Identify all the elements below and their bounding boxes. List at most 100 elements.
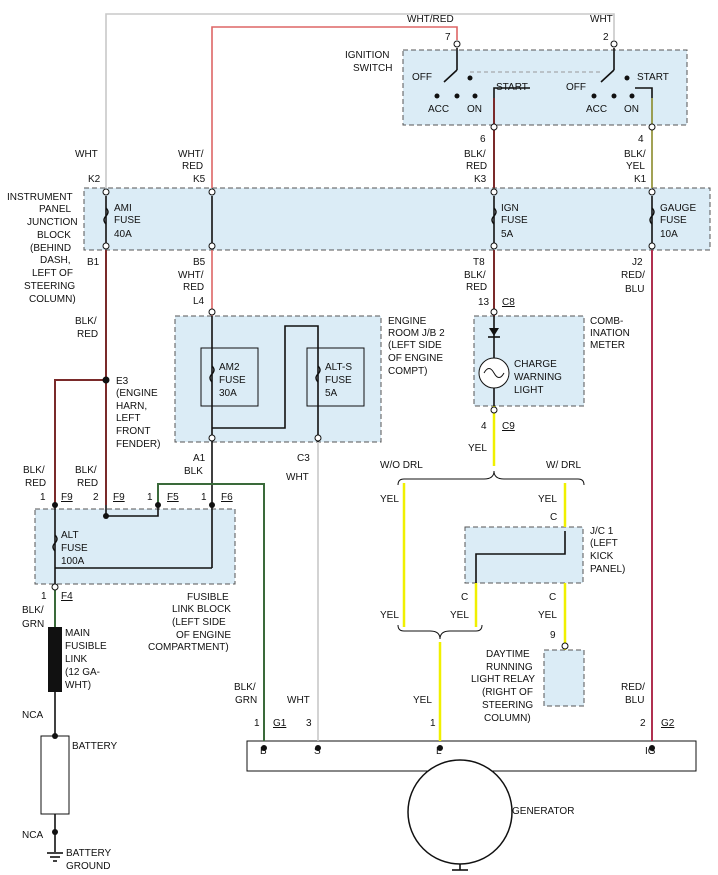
svg-text:BLK/: BLK/ (624, 149, 646, 160)
svg-text:AM2: AM2 (219, 362, 240, 373)
w-drl-label: W/ DRL (546, 460, 581, 471)
svg-text:F6: F6 (221, 492, 233, 503)
engine-room-jb2-box (174, 315, 382, 443)
svg-text:C9: C9 (502, 421, 515, 432)
svg-text:GROUND: GROUND (66, 861, 110, 872)
svg-text:ACC: ACC (428, 104, 449, 115)
battery-label: BATTERY (72, 741, 118, 752)
svg-text:RUNNING: RUNNING (486, 662, 533, 673)
svg-text:L4: L4 (193, 296, 205, 307)
svg-text:BLU: BLU (625, 284, 644, 295)
pin-7: 7 (445, 32, 451, 43)
svg-text:K1: K1 (634, 174, 647, 185)
svg-text:BLK/: BLK/ (234, 682, 256, 693)
engine-room-jb-label: ENGINE (388, 316, 427, 327)
svg-text:FRONT: FRONT (116, 426, 150, 437)
svg-text:C8: C8 (502, 297, 515, 308)
svg-text:IGN: IGN (501, 203, 519, 214)
svg-text:B1: B1 (87, 257, 100, 268)
svg-text:BLK/: BLK/ (22, 605, 44, 616)
instrument-panel-junction-block (83, 187, 711, 251)
svg-text:START: START (496, 82, 528, 93)
svg-text:HARN,: HARN, (116, 401, 147, 412)
svg-text:ACC: ACC (586, 104, 607, 115)
svg-text:YEL: YEL (450, 610, 469, 621)
svg-text:WHT: WHT (75, 149, 98, 160)
svg-text:BLOCK: BLOCK (37, 230, 71, 241)
svg-text:COMPARTMENT): COMPARTMENT) (148, 642, 229, 653)
svg-text:T8: T8 (473, 257, 485, 268)
svg-text:NCA: NCA (22, 710, 43, 721)
battery-ground-label: BATTERY (66, 848, 112, 859)
svg-text:GAUGE: GAUGE (660, 203, 696, 214)
svg-text:RED/: RED/ (621, 270, 645, 281)
svg-text:K5: K5 (193, 174, 206, 185)
wire-wht-top (105, 13, 615, 188)
svg-text:BLK/: BLK/ (75, 465, 97, 476)
svg-text:(ENGINE: (ENGINE (116, 388, 158, 399)
svg-text:RED: RED (77, 478, 98, 489)
svg-text:COLUMN): COLUMN) (484, 713, 531, 724)
svg-text:100A: 100A (61, 556, 85, 567)
svg-text:WHT/: WHT/ (178, 270, 204, 281)
svg-text:ROOM J/B 2: ROOM J/B 2 (388, 328, 445, 339)
svg-text:SWITCH: SWITCH (353, 63, 392, 74)
svg-text:1: 1 (41, 591, 47, 602)
svg-text:5A: 5A (501, 229, 514, 240)
svg-text:1: 1 (201, 492, 207, 503)
svg-text:FUSE: FUSE (501, 215, 528, 226)
ignition-switch-label: IGNITION (345, 50, 389, 61)
battery-symbol (40, 735, 70, 815)
svg-text:1: 1 (147, 492, 153, 503)
drl-relay-box (543, 649, 585, 707)
svg-text:FUSE: FUSE (219, 375, 246, 386)
svg-text:6: 6 (480, 134, 486, 145)
svg-text:C: C (549, 592, 556, 603)
terminal-b: B (260, 746, 267, 757)
svg-text:OF ENGINE: OF ENGINE (176, 630, 231, 641)
svg-text:(12 GA-: (12 GA- (65, 667, 100, 678)
svg-text:BLK/: BLK/ (464, 149, 486, 160)
terminal-s: S (314, 746, 321, 757)
svg-text:C: C (461, 592, 468, 603)
svg-text:E3: E3 (116, 376, 129, 387)
svg-text:30A: 30A (219, 388, 237, 399)
generator-symbol (407, 759, 513, 865)
svg-text:G1: G1 (273, 718, 287, 729)
svg-text:4: 4 (638, 134, 644, 145)
svg-text:PANEL: PANEL (39, 204, 71, 215)
svg-text:FENDER): FENDER) (116, 439, 160, 450)
wire-f5-g1 (157, 483, 265, 741)
svg-text:KICK: KICK (590, 551, 614, 562)
svg-text:4: 4 (481, 421, 487, 432)
svg-text:RED: RED (77, 329, 98, 340)
svg-text:LINK: LINK (65, 654, 88, 665)
svg-text:1: 1 (430, 718, 436, 729)
svg-text:(LEFT SIDE: (LEFT SIDE (388, 340, 442, 351)
svg-text:COMPT): COMPT) (388, 366, 427, 377)
svg-text:RED: RED (466, 161, 487, 172)
svg-text:40A: 40A (114, 229, 132, 240)
wire-wht-red-top (211, 26, 458, 188)
svg-text:13: 13 (478, 297, 490, 308)
svg-text:10A: 10A (660, 229, 678, 240)
generator-label: GENERATOR (512, 806, 574, 817)
svg-text:OFF: OFF (412, 72, 432, 83)
svg-text:F5: F5 (167, 492, 179, 503)
svg-text:C: C (550, 512, 557, 523)
svg-text:YEL: YEL (380, 494, 399, 505)
svg-text:BLK/: BLK/ (23, 465, 45, 476)
svg-text:F9: F9 (61, 492, 73, 503)
wo-drl-label: W/O DRL (380, 460, 423, 471)
svg-text:NCA: NCA (22, 830, 43, 841)
svg-text:B5: B5 (193, 257, 206, 268)
svg-text:BLK/: BLK/ (75, 316, 97, 327)
svg-text:J2: J2 (632, 257, 643, 268)
svg-text:F4: F4 (61, 591, 73, 602)
svg-text:FUSE: FUSE (660, 215, 687, 226)
svg-text:FUSE: FUSE (325, 375, 352, 386)
svg-text:1: 1 (254, 718, 260, 729)
svg-text:YEL: YEL (626, 161, 645, 172)
